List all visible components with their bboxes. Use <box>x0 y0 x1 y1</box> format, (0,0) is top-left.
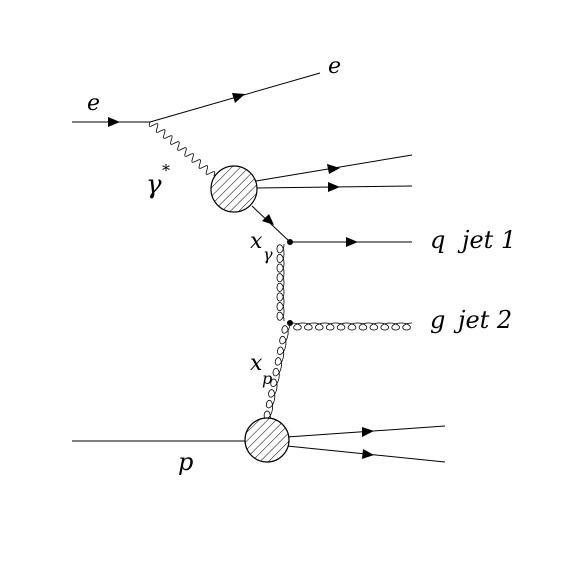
label-q: q <box>430 226 445 254</box>
photon-remnant-arrow-2 <box>328 182 340 192</box>
virtual-photon-line <box>148 121 216 177</box>
label-x-p: x <box>250 351 263 376</box>
label-jet2: jet 2 <box>453 306 512 334</box>
outgoing-electron-arrow <box>232 93 245 103</box>
label-x-gamma: x <box>250 229 263 254</box>
proton-gluon-line <box>263 324 291 422</box>
photon-parton-arrow <box>262 214 274 225</box>
label-g: g <box>430 306 445 334</box>
label-x-gamma-sub: γ <box>263 245 273 264</box>
outgoing-gluon-line <box>291 322 413 331</box>
upper-vertex <box>287 239 293 245</box>
incoming-electron-arrow <box>108 117 120 127</box>
proton-remnant-arrow-2 <box>362 449 374 459</box>
exchanged-gluon-line <box>276 243 285 322</box>
label-e-out: e <box>328 54 341 79</box>
proton-blob <box>244 417 290 463</box>
lower-vertex <box>287 320 293 326</box>
photon-remnant-arrow-1 <box>327 164 340 174</box>
label-photon-star: * <box>162 161 170 180</box>
proton-remnant-arrow-1 <box>362 427 374 437</box>
label-x-p-sub: p <box>262 369 272 388</box>
label-photon: γ <box>146 170 162 200</box>
label-e-in: e <box>87 91 100 116</box>
label-p: p <box>178 448 193 476</box>
photon-blob <box>210 165 258 213</box>
quark-arrow <box>346 237 358 247</box>
label-jet1: jet 1 <box>457 226 516 254</box>
